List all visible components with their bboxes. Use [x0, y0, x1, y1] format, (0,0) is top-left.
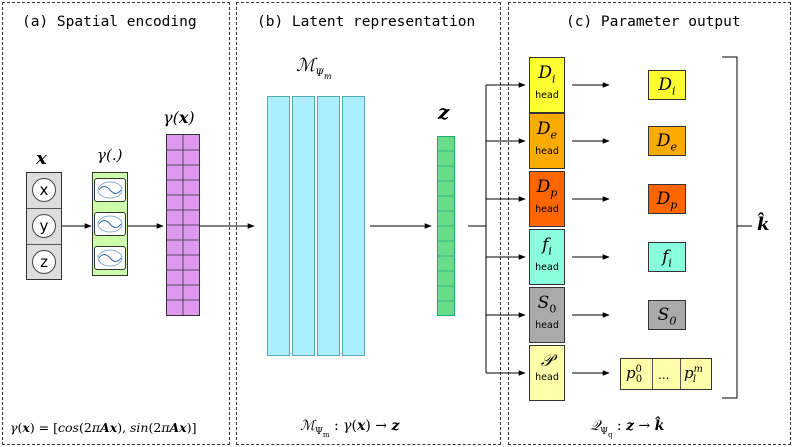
encoded-vector [166, 134, 200, 316]
result-label: k̂ [757, 214, 770, 235]
sinusoid-icon [94, 212, 126, 236]
parameter-output-title: (c) Parameter output [566, 14, 741, 30]
output-fi: fi [648, 242, 686, 272]
network-layer [342, 96, 365, 356]
network-label: ℳΨm [296, 55, 332, 81]
coord-x: x [32, 178, 56, 202]
output-mapping-formula: 𝒬Ψq : z → k̂ [590, 418, 665, 439]
encoder-block [92, 172, 128, 276]
network-layer [317, 96, 340, 356]
latent-vector-label: z [438, 100, 450, 124]
parameter-output-panel [508, 2, 791, 445]
coordinate-stack: x y z [26, 172, 62, 280]
spatial-encoding-panel [2, 2, 230, 445]
output-dp: Dp [648, 184, 686, 214]
encoded-vector-label: γ(x) [163, 108, 195, 127]
output-de: De [648, 126, 686, 156]
latent-mapping-formula: ℳΨm : γ(x) → z [300, 418, 400, 439]
output-p-vector: p00 ... pml [620, 358, 712, 390]
network-layer [267, 96, 290, 356]
coord-z: z [32, 250, 56, 274]
spatial-encoding-title: (a) Spatial encoding [22, 14, 197, 30]
input-coordinate-label: x [36, 148, 47, 169]
sinusoid-icon [94, 246, 126, 270]
output-s0: S0 [648, 300, 686, 330]
output-di: Di [648, 70, 686, 100]
latent-vector [437, 136, 455, 316]
latent-representation-panel [236, 2, 501, 445]
network-layer [292, 96, 315, 356]
sinusoid-icon [94, 178, 126, 202]
coord-y: y [32, 214, 56, 238]
encoding-formula: γ(x) = [cos(2πAx), sin(2πAx)] [10, 420, 197, 435]
encoder-label: γ(.) [97, 146, 123, 164]
latent-representation-title: (b) Latent representation [257, 14, 476, 30]
